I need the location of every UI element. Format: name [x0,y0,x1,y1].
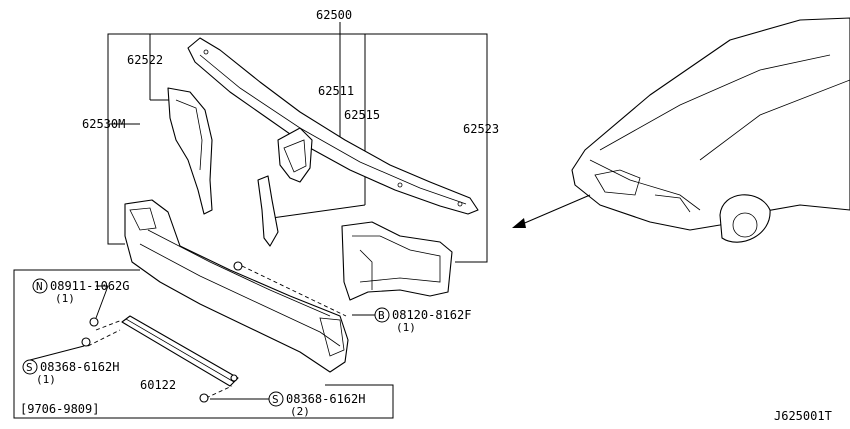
nut-icon [89,317,99,327]
screw-right-qty: (2) [290,405,310,418]
screw-left-part-number: 08368-6162H [40,360,119,374]
part-label-62522: 62522 [127,53,163,67]
date-range: [9706-9809] [20,402,99,416]
part-label-62500: 62500 [316,8,352,22]
lower-core-support [124,199,349,373]
part-label-62523: 62523 [463,122,499,136]
nut-qty: (1) [55,292,75,305]
bolt-part-number: 08120-8162F [392,308,471,322]
bolt-qty: (1) [396,321,416,334]
small-stay-bracket [257,175,279,247]
screw-icon [81,337,91,347]
part-label-62530M: 62530M [82,117,125,131]
vehicle-outline [571,17,850,243]
screw-right-part-number: 08368-6162H [286,392,365,406]
screw-right-symbol: S [272,393,279,406]
clip-icon [230,374,238,382]
callout-box-lower [13,269,394,419]
screw-left-symbol: S [26,361,33,374]
left-side-panel [167,87,213,215]
nut-part-number: 08911-1062G [50,279,129,293]
right-side-panel [341,221,453,301]
bolt-icon [233,261,243,271]
direction-arrow [512,194,591,228]
part-label-62511: 62511 [318,84,354,98]
diagram-code: J625001T [774,409,832,423]
part-label-60122: 60122 [140,378,176,392]
screw-left-qty: (1) [36,373,56,386]
bolt-symbol: B [378,309,385,322]
cross-tube [121,315,239,387]
part-label-62515: 62515 [344,108,380,122]
nut-symbol: N [36,280,43,293]
symbol-circle [32,278,48,294]
screw-icon [199,393,209,403]
upper-support-bar [187,37,479,215]
fastener-leaders [87,265,347,399]
callout-bracket-upper [107,22,488,263]
center-bracket [277,127,313,183]
